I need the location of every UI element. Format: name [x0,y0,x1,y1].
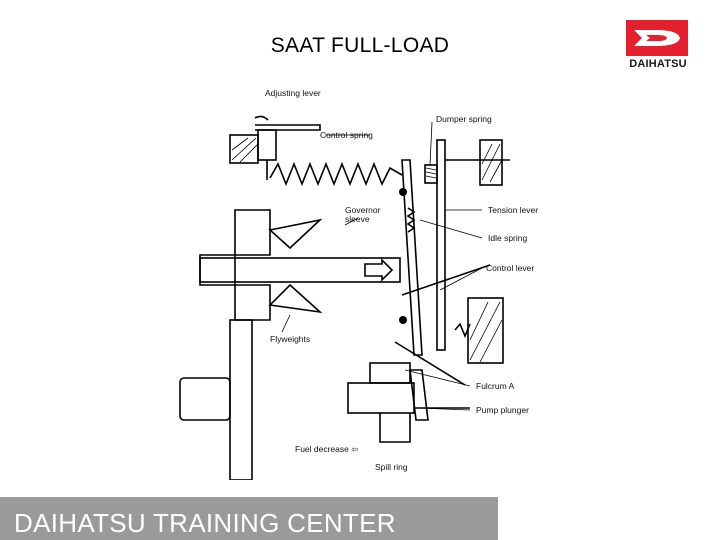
control-spring [269,161,403,187]
control-lever-arm [401,264,491,296]
daihatsu-logo: DAIHATSU [622,20,692,76]
logo-wordmark: DAIHATSU [629,58,687,70]
label-tension-lever: Tension lever [488,205,538,215]
control-lever-plate [436,139,446,351]
label-dumper-spring: Dumper spring [436,114,492,124]
governor-diagram: Adjusting lever Control spring Dumper sp… [179,88,538,480]
flyweight-lower [268,283,323,314]
label-pump-plunger: Pump plunger [476,405,529,415]
sleeve-arrow [364,258,394,282]
label-idle-spring: Idle spring [488,233,527,243]
right-block-top [479,139,503,186]
footer-text: DAIHATSU TRAINING CENTER [14,508,396,538]
adjusting-lever-hook [254,115,269,121]
label-fuel-decrease: Fuel decrease ⇦ [295,444,359,454]
label-flyweights: Flyweights [270,334,310,344]
drive-shaft-end [179,377,231,421]
label-governor-sleeve-2: sleeve [345,214,370,224]
governor-shaft [199,257,401,283]
spill-ring [369,362,411,384]
tension-lever [401,159,423,356]
governor-body [199,209,271,321]
label-adjusting-lever: Adjusting lever [265,88,321,98]
flyweight-upper [268,218,323,250]
page-title: SAAT FULL-LOAD [270,34,450,57]
daihatsu-d-logo-icon [626,20,688,56]
plunger-stem [379,413,411,443]
idle-spring [406,207,416,233]
adjusting-lever [255,124,321,131]
label-control-lever: Control lever [486,263,534,273]
label-governor-sleeve-1: Governor [345,205,381,215]
label-control-spring: Control spring [320,130,373,140]
drive-column [229,319,253,480]
footer-bar [0,497,498,540]
lower-spring [454,322,471,339]
label-fulcrum-a: Fulcrum A [476,381,515,391]
adjust-screw [257,129,277,161]
label-spill-ring: Spill ring [375,462,408,472]
pump-plunger [347,382,415,414]
